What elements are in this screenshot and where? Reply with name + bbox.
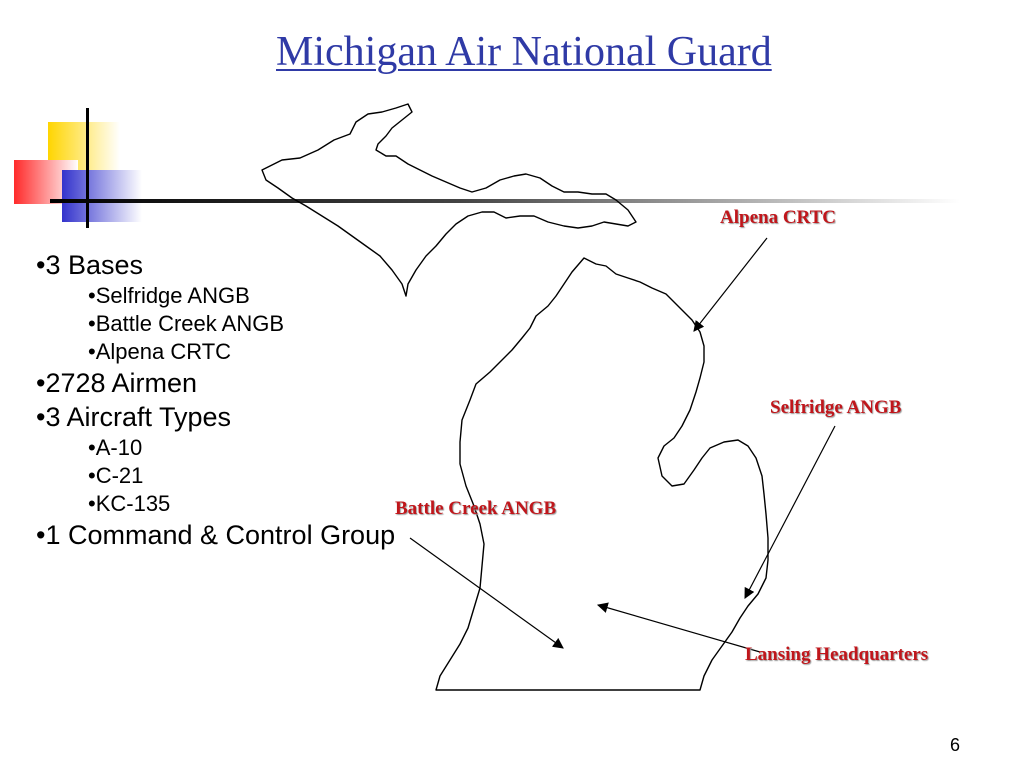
bullet-item: •3 Aircraft Types — [36, 402, 232, 432]
slide-title: Michigan Air National Guard — [276, 29, 772, 75]
bullet-item: •Battle Creek ANGB — [88, 311, 285, 336]
battle-creek-label: Battle Creek ANGB — [395, 498, 557, 519]
bullet-list: •3 Bases •Selfridge ANGB •Battle Creek A… — [36, 248, 396, 552]
bullet-item: •Alpena CRTC — [88, 339, 232, 364]
bullet-item: •C-21 — [88, 463, 144, 488]
selfridge-arrow — [744, 425, 836, 599]
bullet-item: •3 Bases — [36, 250, 144, 280]
bullet-item: •A-10 — [88, 435, 143, 460]
alpena-label: Alpena CRTC — [720, 207, 836, 228]
upper-peninsula-outline — [261, 103, 637, 297]
battle-creek-arrow — [409, 537, 564, 649]
bullet-item: •Selfridge ANGB — [88, 283, 250, 308]
alpena-arrow — [693, 237, 768, 332]
lansing-arrow — [596, 602, 761, 653]
lansing-label: Lansing Headquarters — [745, 644, 929, 665]
bullet-item: •KC-135 — [88, 491, 171, 516]
slide-number: 6 — [950, 735, 961, 755]
lower-peninsula-outline — [435, 257, 769, 691]
bullet-item: •1 Command & Control Group — [36, 520, 396, 550]
selfridge-label: Selfridge ANGB — [770, 397, 902, 418]
bullet-item: •2728 Airmen — [36, 368, 198, 398]
